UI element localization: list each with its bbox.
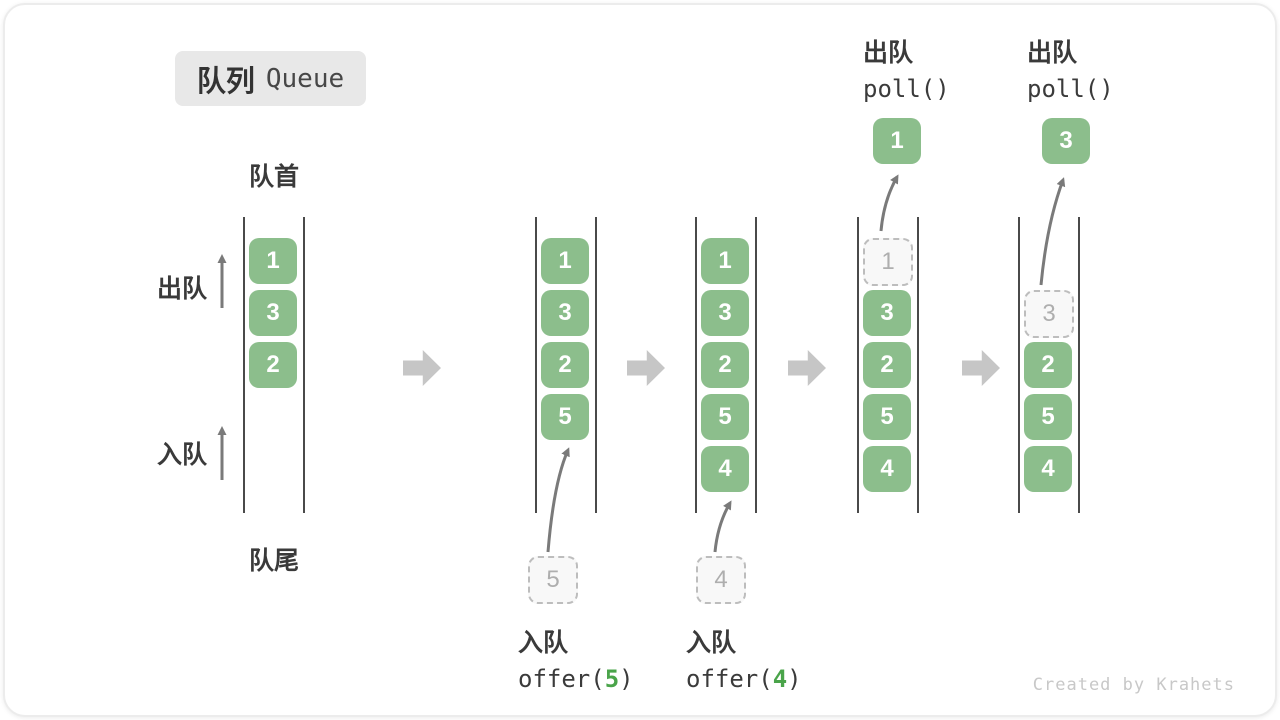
- queue-cell: 5: [863, 394, 911, 440]
- queue-cell: 5: [701, 394, 749, 440]
- label-dequeue-side: 出队: [157, 275, 208, 303]
- title-zh: 队列: [196, 65, 255, 98]
- enqueue-op-label: 入队 offer(5): [518, 623, 634, 693]
- dequeue-op-code: poll(): [1027, 75, 1114, 103]
- dequeue-op-label: 出队 poll(): [863, 33, 950, 103]
- title-en: Queue: [265, 63, 345, 94]
- label-queue-front: 队首: [249, 163, 300, 191]
- enqueue-op-zh: 入队: [686, 629, 737, 657]
- queue-cell: 3: [701, 290, 749, 336]
- step-arrow-icon: [403, 350, 441, 386]
- queue-cell: 5: [541, 394, 589, 440]
- queue-cell: 2: [1024, 342, 1072, 388]
- queue-cell: 4: [701, 446, 749, 492]
- diagram-card: 队列 Queue 队首 队尾 出队 入队: [3, 3, 1277, 717]
- queue-cell: 5: [1024, 394, 1072, 440]
- dequeue-connector-arrow-icon: [879, 174, 899, 232]
- pending-cell-dashed: 4: [696, 556, 746, 604]
- queue-cell: 2: [249, 342, 297, 388]
- queue-wall-right: [303, 217, 305, 513]
- queue-cell: 3: [249, 290, 297, 336]
- dequeue-op-zh: 出队: [1027, 39, 1078, 67]
- queue-wall-right: [1078, 217, 1080, 513]
- queue-wall-left: [857, 217, 859, 513]
- enqueue-op-code: offer(4): [686, 665, 802, 693]
- watermark: Created by Krahets: [1032, 675, 1235, 695]
- queue-wall-left: [1018, 217, 1020, 513]
- enqueue-op-zh: 入队: [518, 629, 569, 657]
- label-queue-rear: 队尾: [249, 547, 300, 575]
- queue-cell: 2: [541, 342, 589, 388]
- title-box: 队列 Queue: [175, 51, 366, 106]
- popped-cell: 3: [1042, 118, 1090, 164]
- queue-cell: 1: [701, 238, 749, 284]
- queue-wall-right: [755, 217, 757, 513]
- pending-cell-dashed: 5: [528, 556, 578, 604]
- enqueue-connector-arrow-icon: [713, 500, 732, 553]
- queue-wall-left: [243, 217, 245, 513]
- queue-cell: 3: [541, 290, 589, 336]
- step-arrow-icon: [962, 350, 1000, 386]
- popped-cell: 1: [873, 118, 921, 164]
- queue-cell-dashed: 1: [863, 238, 913, 286]
- queue-wall-right: [595, 217, 597, 513]
- queue-wall-left: [695, 217, 697, 513]
- enqueue-connector-arrow-icon: [546, 447, 570, 553]
- enqueue-arg: 5: [604, 665, 620, 693]
- queue-cell: 4: [863, 446, 911, 492]
- queue-wall-right: [917, 217, 919, 513]
- dequeue-op-label: 出队 poll(): [1027, 33, 1114, 103]
- label-enqueue-side: 入队: [157, 441, 208, 469]
- queue-cell: 4: [1024, 446, 1072, 492]
- queue-cell: 1: [541, 238, 589, 284]
- queue-cell-dashed: 3: [1024, 290, 1074, 338]
- queue-cell: 2: [701, 342, 749, 388]
- dequeue-op-zh: 出队: [863, 39, 914, 67]
- queue-wall-left: [535, 217, 537, 513]
- queue-cell: 2: [863, 342, 911, 388]
- queue-cell: 3: [863, 290, 911, 336]
- queue-cell: 1: [249, 238, 297, 284]
- dequeue-connector-arrow-icon: [1039, 177, 1066, 286]
- enqueue-op-label: 入队 offer(4): [686, 623, 802, 693]
- enqueue-op-code: offer(5): [518, 665, 634, 693]
- step-arrow-icon: [627, 350, 665, 386]
- enqueue-arg: 4: [772, 665, 788, 693]
- step-arrow-icon: [788, 350, 826, 386]
- dequeue-op-code: poll(): [863, 75, 950, 103]
